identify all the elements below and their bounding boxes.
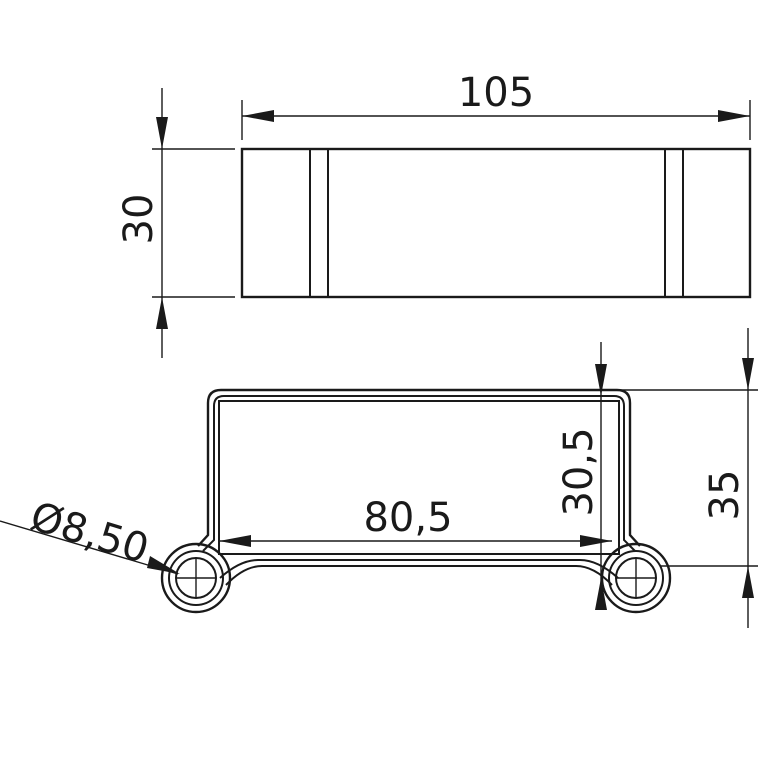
- arrowhead: [742, 566, 754, 598]
- dimension-label-80-5: 80,5: [363, 495, 452, 541]
- top-view-outline: [240, 147, 752, 299]
- dimension-label-hole-diameter: Ø8,50: [25, 494, 154, 573]
- dimension-label-35: 35: [702, 470, 748, 521]
- dimension-overall-length: 105: [241, 70, 751, 140]
- dimension-label-30: 30: [116, 194, 162, 245]
- arrowhead: [156, 297, 168, 329]
- dimension-hole-diameter: Ø8,50: [0, 494, 180, 575]
- arrowhead: [242, 110, 274, 122]
- front-view: [160, 388, 672, 614]
- bracket-middle-profile: [202, 395, 636, 552]
- dimension-top-height: 30: [116, 88, 235, 358]
- bracket-inner-profile: [218, 400, 620, 555]
- flange-connection-line-2: [225, 565, 613, 586]
- arrowhead: [580, 535, 612, 547]
- bracket-outer-profile: [197, 388, 641, 547]
- dimension-inner-height: 30,5: [556, 342, 607, 610]
- left-mounting-hole: [160, 542, 232, 614]
- dimension-label-105: 105: [458, 70, 534, 116]
- right-mounting-hole: [600, 542, 672, 614]
- dimension-inner-length: 80,5: [219, 495, 612, 547]
- arrowhead: [156, 117, 168, 149]
- dimension-total-height: 35: [620, 328, 758, 628]
- flange-connection-line: [219, 559, 619, 579]
- arrowhead: [718, 110, 750, 122]
- arrowhead: [742, 358, 754, 390]
- arrowhead: [219, 535, 251, 547]
- top-view: [240, 147, 752, 299]
- arrowhead: [147, 556, 180, 574]
- dimension-label-30-5: 30,5: [556, 427, 602, 516]
- arrowhead: [595, 364, 607, 396]
- arrowhead: [595, 578, 607, 610]
